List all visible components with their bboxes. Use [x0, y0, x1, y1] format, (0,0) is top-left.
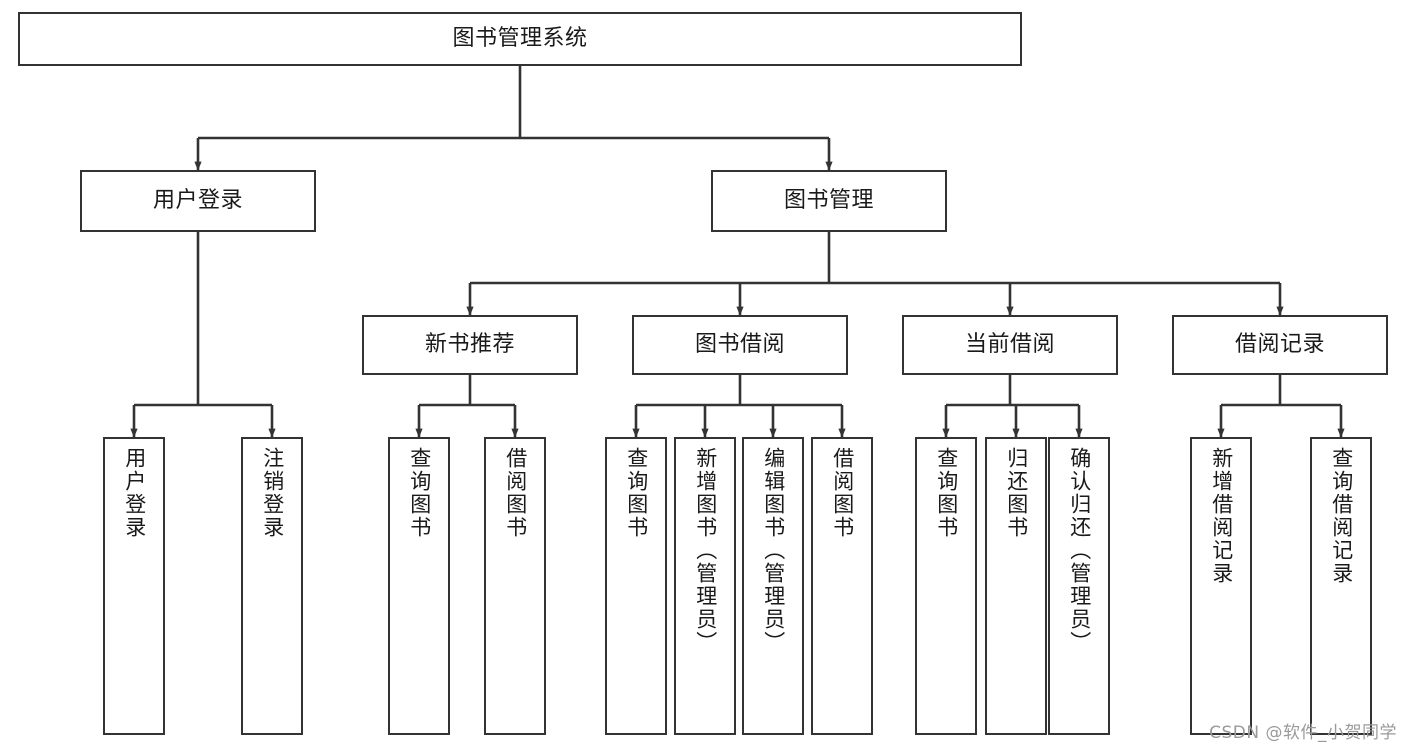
node-label: 查询图书 — [624, 447, 649, 539]
node-leaf-record-add[interactable]: 新增借阅记录 — [1190, 437, 1252, 735]
node-leaf-user-login[interactable]: 用户登录 — [103, 437, 165, 735]
node-leaf-borrow-borrow-book[interactable]: 借阅图书 — [811, 437, 873, 735]
node-label: 新增图书（管理员） — [693, 447, 718, 654]
node-leaf-borrow-query-book[interactable]: 查询图书 — [605, 437, 667, 735]
node-label: 新书推荐 — [424, 332, 515, 358]
node-borrow-record[interactable]: 借阅记录 — [1172, 315, 1388, 375]
node-book-borrow[interactable]: 图书借阅 — [632, 315, 848, 375]
node-leaf-user-logout[interactable]: 注销登录 — [241, 437, 303, 735]
node-label: 编辑图书（管理员） — [761, 447, 786, 654]
node-leaf-current-confirm-return[interactable]: 确认归还（管理员） — [1048, 437, 1110, 735]
node-label: 图书借阅 — [694, 332, 785, 358]
node-leaf-record-query[interactable]: 查询借阅记录 — [1310, 437, 1372, 735]
node-leaf-recommend-borrow-book[interactable]: 借阅图书 — [484, 437, 546, 735]
node-label: 借阅记录 — [1234, 332, 1325, 358]
node-label: 归还图书 — [1004, 447, 1029, 539]
node-leaf-current-return-book[interactable]: 归还图书 — [985, 437, 1047, 735]
node-root[interactable]: 图书管理系统 — [18, 12, 1022, 66]
node-label: 借阅图书 — [503, 447, 528, 539]
watermark: CSDN @软件_小贺同学 — [1209, 723, 1397, 743]
node-leaf-current-query-book[interactable]: 查询图书 — [915, 437, 977, 735]
node-label: 查询图书 — [934, 447, 959, 539]
node-new-book-recommend[interactable]: 新书推荐 — [362, 315, 578, 375]
node-book-manage[interactable]: 图书管理 — [711, 170, 947, 232]
node-label: 图书管理系统 — [452, 26, 588, 52]
node-leaf-borrow-add-book[interactable]: 新增图书（管理员） — [674, 437, 736, 735]
node-label: 注销登录 — [260, 447, 285, 539]
node-current-borrow[interactable]: 当前借阅 — [902, 315, 1118, 375]
node-label: 确认归还（管理员） — [1067, 447, 1092, 654]
node-label: 查询借阅记录 — [1329, 447, 1354, 585]
node-label: 借阅图书 — [830, 447, 855, 539]
node-label: 用户登录 — [152, 188, 243, 214]
node-leaf-borrow-edit-book[interactable]: 编辑图书（管理员） — [742, 437, 804, 735]
node-user-login[interactable]: 用户登录 — [80, 170, 316, 232]
node-label: 当前借阅 — [964, 332, 1055, 358]
node-label: 图书管理 — [783, 188, 874, 214]
node-label: 查询图书 — [407, 447, 432, 539]
node-label: 新增借阅记录 — [1209, 447, 1234, 585]
node-leaf-recommend-query-book[interactable]: 查询图书 — [388, 437, 450, 735]
node-label: 用户登录 — [122, 447, 147, 539]
